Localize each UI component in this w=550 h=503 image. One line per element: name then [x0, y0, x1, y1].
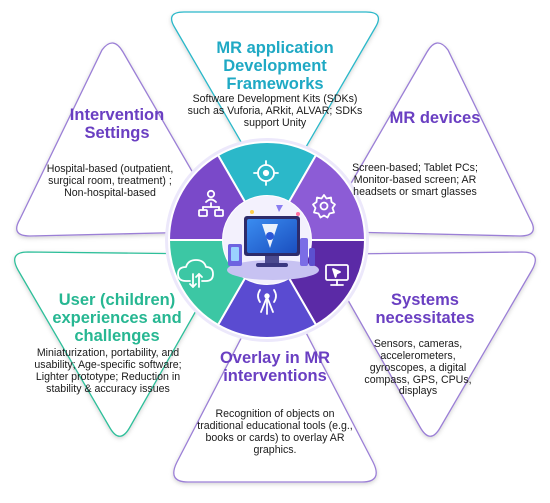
monitor-icon	[325, 264, 349, 286]
gear-icon	[312, 194, 336, 219]
title-lower-right: Systems necessitates	[375, 291, 475, 327]
body-top: Software Development Kits (SDKs) such as…	[187, 93, 363, 129]
body-upper-right: Screen-based; Tablet PCs; Monitor-based …	[352, 162, 478, 198]
title-top: MR application Development Frameworks	[216, 39, 334, 93]
org-chart-icon	[198, 189, 224, 217]
body-bottom: Recognition of objects on traditional ed…	[197, 408, 353, 456]
body-lower-right: Sensors, cameras, accelerometers, gyrosc…	[364, 338, 472, 398]
body-upper-left: Hospital-based (outpatient, surgical roo…	[46, 163, 174, 199]
body-lower-left: Miniaturization, portability, and usabil…	[34, 347, 182, 395]
title-upper-left: Intervention Settings	[69, 106, 165, 142]
title-upper-right: MR devices	[389, 109, 481, 127]
title-lower-left: User (children) experiences and challeng…	[52, 291, 182, 345]
computer-illustration	[227, 205, 319, 280]
title-bottom: Overlay in MR interventions	[219, 349, 331, 385]
outer-triangles	[14, 11, 536, 483]
antenna-icon	[257, 289, 277, 315]
target-icon	[253, 160, 279, 186]
cloud-icon	[177, 259, 214, 288]
